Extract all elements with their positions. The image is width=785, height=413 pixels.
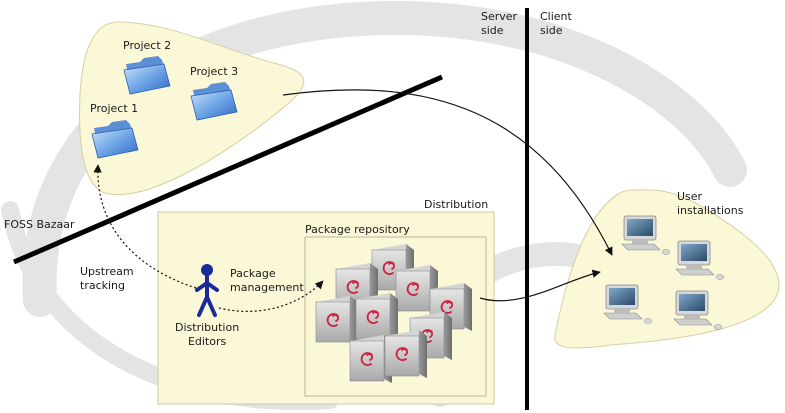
upstream-line2: tracking [80,279,126,292]
client-side-label: Client side [540,10,572,38]
project-3-label: Project 3 [190,65,239,78]
package-repository-label: Package repository [305,223,410,236]
upstream-line1: Upstream [80,265,134,278]
client-side-line2: side [540,24,563,37]
server-side-line2: side [481,24,504,37]
client-side-line1: Client [540,10,572,23]
package-management-label: Package management [230,267,304,295]
package-line1: Package [230,267,276,280]
bazaar-boundary-line [13,74,443,265]
repository-to-users-arrow [479,269,601,302]
computer-icon [675,240,725,280]
foss-bazaar-label: FOSS Bazaar [4,218,75,231]
server-side-label: Server side [481,10,517,38]
computer-icon [673,290,723,330]
package-management-arrow [218,280,324,312]
editor-person-icon [195,264,219,317]
editors-line1: Distribution [175,321,240,334]
computer-icon [621,215,671,255]
package-box-icon [355,293,398,341]
distribution-label: Distribution [424,198,489,211]
folder-icon [91,120,139,159]
package-box-icon [384,330,427,378]
user-computers [603,215,725,330]
user-line1: User [677,190,703,203]
user-line2: installations [677,204,744,217]
server-side-line1: Server [481,10,518,23]
project-1-label: Project 1 [90,102,139,115]
package-box-icon [315,296,358,344]
upstream-tracking-label: Upstream tracking [80,265,134,293]
project-2-label: Project 2 [123,39,172,52]
user-installations-label: User installations [677,190,743,218]
package-boxes [315,244,472,383]
distribution-editors-label: Distribution Editors [175,321,239,349]
bazaar-to-users-arrow [282,89,613,256]
folder-icon [123,56,171,95]
package-line2: management [230,281,304,294]
computer-icon [603,284,653,324]
folder-icon [190,82,238,121]
editors-line2: Editors [187,335,227,348]
